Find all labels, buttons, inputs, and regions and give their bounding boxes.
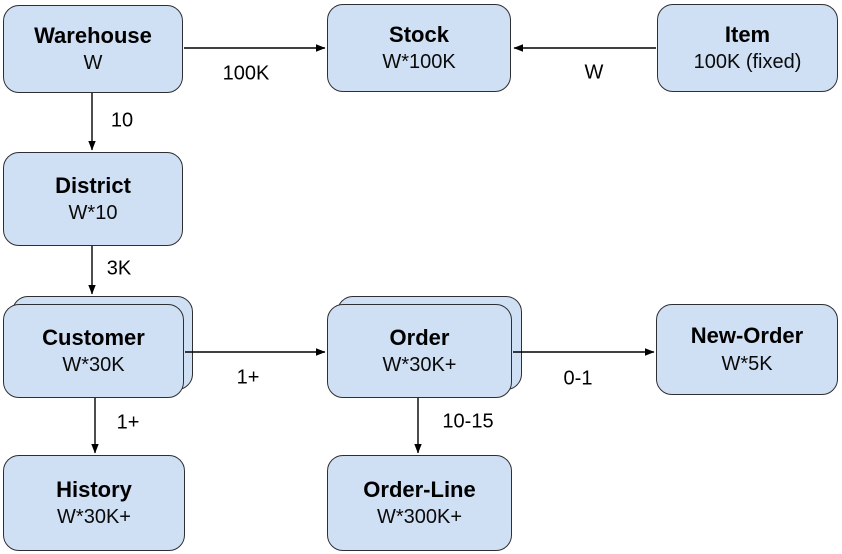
- entity-customer-title: Customer: [42, 324, 145, 350]
- entity-item-cardinality: 100K (fixed): [693, 51, 802, 74]
- edge-label-customer-order: 1+: [236, 366, 260, 389]
- entity-order-cardinality: W*30K+: [382, 354, 457, 377]
- entity-order-line-cardinality: W*300K+: [376, 506, 463, 529]
- entity-order-line: Order-Line W*300K+: [327, 455, 512, 551]
- entity-order: Order W*30K+: [327, 304, 512, 398]
- entity-warehouse: Warehouse W: [3, 5, 183, 93]
- entity-history: History W*30K+: [3, 455, 185, 551]
- entity-stock-cardinality: W*100K: [382, 51, 456, 74]
- entity-item: Item 100K (fixed): [657, 4, 838, 92]
- edge-label-order-order-line: 10-15: [442, 410, 494, 433]
- entity-history-cardinality: W*30K+: [57, 506, 131, 529]
- entity-customer: Customer W*30K: [3, 304, 184, 398]
- entity-district-title: District: [55, 172, 131, 198]
- entity-new-order: New-Order W*5K: [656, 304, 838, 395]
- entity-warehouse-title: Warehouse: [34, 22, 152, 48]
- entity-warehouse-cardinality: W: [83, 52, 103, 75]
- edge-label-warehouse-district: 10: [110, 109, 134, 132]
- edge-label-customer-history: 1+: [116, 411, 140, 434]
- entity-order-line-title: Order-Line: [363, 476, 476, 502]
- edge-label-district-customer: 3K: [106, 257, 132, 280]
- edge-label-order-new-order: 0-1: [563, 367, 593, 390]
- entity-customer-cardinality: W*30K: [62, 354, 125, 377]
- entity-district-cardinality: W*10: [68, 202, 118, 225]
- entity-history-title: History: [56, 476, 132, 502]
- entity-stock-title: Stock: [389, 21, 449, 47]
- edge-label-warehouse-stock: 100K: [222, 62, 270, 85]
- entity-new-order-cardinality: W*5K: [721, 352, 773, 375]
- edge-label-item-stock: W: [584, 61, 604, 84]
- entity-new-order-title: New-Order: [690, 323, 804, 349]
- entity-district: District W*10: [3, 152, 183, 246]
- entity-order-title: Order: [389, 324, 450, 350]
- entity-item-title: Item: [724, 21, 771, 47]
- entity-stock: Stock W*100K: [327, 4, 511, 92]
